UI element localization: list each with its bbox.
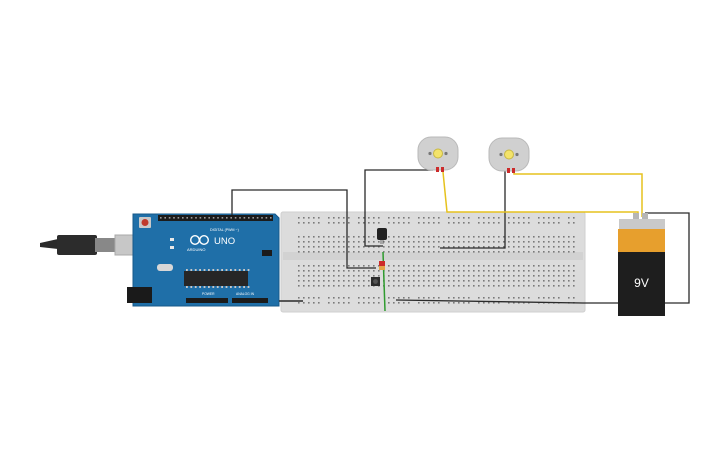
power-header[interactable] bbox=[186, 298, 228, 303]
reset-button[interactable] bbox=[141, 219, 149, 226]
digital-header[interactable] bbox=[158, 215, 273, 221]
analog-header[interactable] bbox=[232, 298, 268, 303]
dc-motor-2[interactable] bbox=[488, 137, 530, 173]
breadboard-holes bbox=[298, 217, 575, 304]
usb-cable[interactable] bbox=[40, 234, 140, 256]
breadboard[interactable] bbox=[280, 211, 586, 313]
uno-label: UNO bbox=[214, 236, 235, 247]
digital-header-label: DIGITAL (PWM ~) bbox=[210, 228, 239, 232]
wire-battery-negative[interactable] bbox=[395, 212, 690, 304]
led[interactable] bbox=[379, 261, 385, 270]
analog-header-label: ANALOG IN bbox=[236, 292, 255, 296]
atmega-chip bbox=[184, 271, 248, 286]
wire-motor2-yellow[interactable] bbox=[513, 172, 643, 217]
wire-motor2-black[interactable] bbox=[440, 170, 506, 249]
arduino-logo bbox=[189, 234, 209, 245]
pushbutton[interactable] bbox=[371, 277, 380, 286]
battery-label: 9V bbox=[634, 276, 649, 290]
battery-9v[interactable]: 9V bbox=[618, 213, 665, 316]
power-header-label: POWER bbox=[202, 292, 215, 296]
wire-motor1-yellow[interactable] bbox=[442, 171, 639, 217]
arduino-uno-board[interactable]: DIGITAL (PWM ~) ARDUINO UNO POWER ANALOG… bbox=[40, 213, 280, 307]
wire-motor1-black[interactable] bbox=[364, 169, 433, 247]
arduino-logo-text: ARDUINO bbox=[187, 247, 205, 252]
power-jack[interactable] bbox=[127, 287, 152, 303]
transistor[interactable] bbox=[377, 228, 387, 244]
dc-motor-1[interactable] bbox=[417, 136, 459, 172]
wire-arduino-signal[interactable] bbox=[231, 189, 376, 269]
